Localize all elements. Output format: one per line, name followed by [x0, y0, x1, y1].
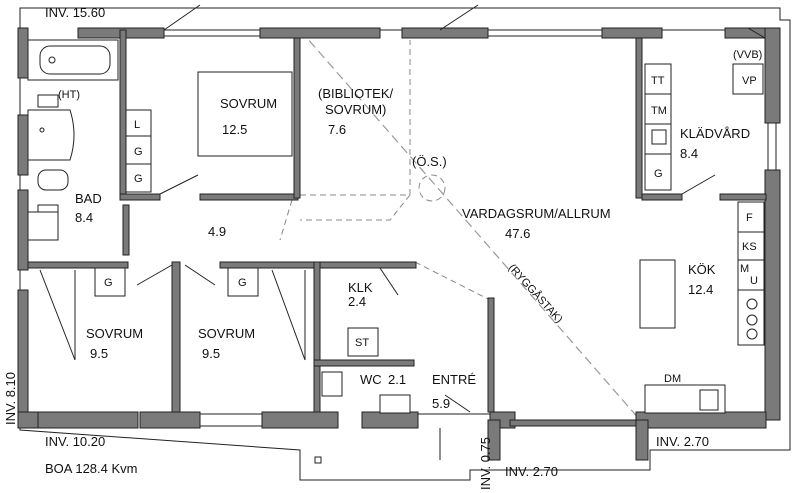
dimension-labels: INV. 15.60 INV. 8.10 INV. 10.20 INV. 0.7… [3, 5, 709, 490]
kladvard-area: 8.4 [680, 146, 698, 161]
klk-area: 2.4 [348, 294, 366, 309]
sovrum-mid-area: 9.5 [202, 346, 220, 361]
boa-label: BOA 128.4 Kvm [45, 461, 138, 476]
sovrum-top-area: 12.5 [222, 122, 247, 137]
bibliotek-name-2: SOVRUM) [325, 102, 386, 117]
inv-left: INV. 8.10 [3, 372, 18, 425]
g-label-3: G [104, 277, 113, 289]
klk-name: KLK [348, 280, 373, 295]
walls [17, 27, 781, 461]
sovrum-left-name: SOVRUM [86, 326, 143, 341]
st-label: ST [355, 337, 369, 349]
inv-top: INV. 15.60 [45, 5, 105, 20]
tt-label: TT [651, 75, 665, 87]
g-label-4: G [238, 277, 247, 289]
vardagsrum-name: VARDAGSRUM/ALLRUM [462, 206, 611, 221]
outer-outline [19, 7, 791, 481]
mu-label-2: U [750, 275, 758, 287]
vvb-label: (VVB) [733, 49, 762, 61]
inv-bottom-left: INV. 10.20 [45, 434, 105, 449]
bad-name: BAD [75, 191, 102, 206]
g-label-5: G [654, 168, 663, 180]
bathroom-fixtures [27, 39, 119, 241]
vp-label: VP [742, 75, 757, 87]
kladvard-name: KLÄDVÅRD [680, 126, 750, 141]
kok-name: KÖK [688, 262, 716, 277]
wc-area: 2.1 [388, 372, 406, 387]
f-label: F [746, 212, 753, 224]
mu-label-1: M [740, 263, 749, 275]
sovrum-mid-name: SOVRUM [198, 326, 255, 341]
entre-name: ENTRÉ [432, 372, 476, 387]
closets [39, 63, 765, 464]
g-label-2: G [134, 173, 143, 185]
windows [136, 4, 777, 460]
entre-area: 5.9 [432, 396, 450, 411]
ht-label: (HT) [58, 89, 80, 101]
sovrum-left-area: 9.5 [90, 346, 108, 361]
vardagsrum-area: 47.6 [505, 226, 530, 241]
bibliotek-name: (BIBLIOTEK/ [318, 86, 394, 101]
fixture-labels: (HT) (VVB) VP TT TM L G G G G G F KS M U… [58, 49, 762, 385]
sovrum-top-name: SOVRUM [220, 96, 277, 111]
inv-bottom-right: INV. 2.70 [656, 434, 709, 449]
inv-bottom-mid: INV. 2.70 [505, 464, 558, 479]
l-label: L [134, 119, 140, 131]
bad-area: 8.4 [75, 210, 93, 225]
dm-label: DM [664, 373, 681, 385]
kok-area: 12.4 [688, 282, 713, 297]
os-label: (Ö.S.) [412, 154, 447, 169]
g-label-1: G [134, 146, 143, 158]
inv-bottom-mid-vertical: INV. 0.75 [478, 437, 493, 490]
hall-area: 4.9 [208, 224, 226, 239]
ks-label: KS [742, 241, 757, 253]
tm-label: TM [651, 105, 667, 117]
bibliotek-area: 7.6 [328, 122, 346, 137]
wc-name: WC [360, 372, 382, 387]
ryggastak-label: (RYGGÅSTAK) [506, 261, 566, 325]
